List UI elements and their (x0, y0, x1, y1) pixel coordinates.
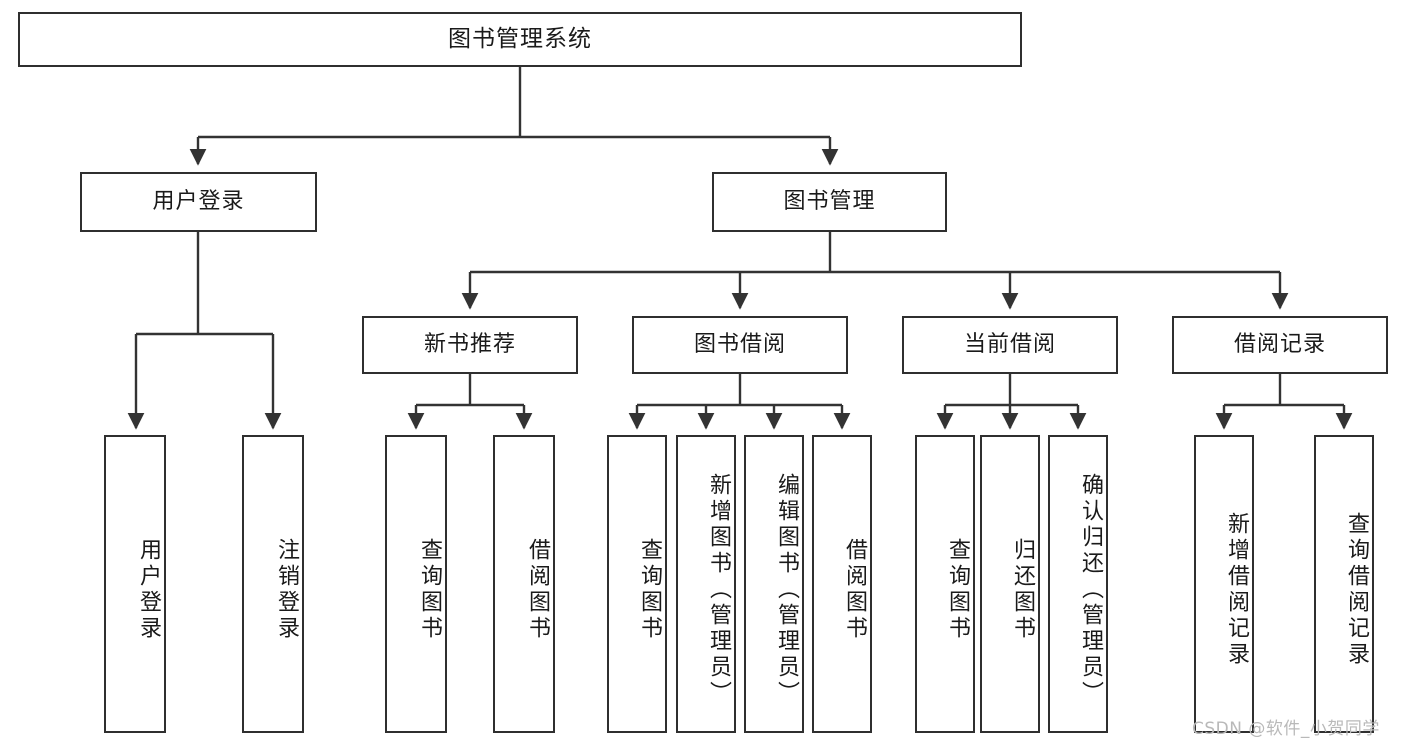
leaf-current-borrow-query-book[interactable]: 查询图书 (915, 435, 975, 733)
leaf-label: 查询图书 (637, 538, 662, 642)
node-borrow-record[interactable]: 借阅记录 (1172, 316, 1388, 374)
leaf-label: 注销登录 (274, 538, 299, 642)
leaf-label: 借阅图书 (525, 538, 550, 642)
leaf-label: 用户登录 (136, 538, 161, 642)
leaf-label: 归还图书 (1010, 538, 1035, 642)
leaf-borrow-record-add-record[interactable]: 新增借阅记录 (1194, 435, 1254, 733)
node-book-borrow[interactable]: 图书借阅 (632, 316, 848, 374)
leaf-borrow-record-query-record[interactable]: 查询借阅记录 (1314, 435, 1374, 733)
leaf-book-borrow-borrow-book[interactable]: 借阅图书 (812, 435, 872, 733)
leaf-current-borrow-return-book[interactable]: 归还图书 (980, 435, 1040, 733)
leaf-new-book-borrow-book[interactable]: 借阅图书 (493, 435, 555, 733)
node-book-management[interactable]: 图书管理 (712, 172, 947, 232)
node-root-system[interactable]: 图书管理系统 (18, 12, 1022, 67)
node-current-borrow[interactable]: 当前借阅 (902, 316, 1118, 374)
leaf-current-borrow-confirm-return-admin[interactable]: 确认归还（管理员） (1048, 435, 1108, 733)
leaf-label: 确认归还（管理员） (1078, 473, 1103, 707)
leaf-user-login-logout[interactable]: 注销登录 (242, 435, 304, 733)
leaf-label: 查询图书 (417, 538, 442, 642)
leaf-label: 借阅图书 (842, 538, 867, 642)
leaf-label: 查询借阅记录 (1344, 512, 1369, 668)
leaf-label: 新增借阅记录 (1224, 512, 1249, 668)
node-new-book-recommend[interactable]: 新书推荐 (362, 316, 578, 374)
leaf-new-book-query-book[interactable]: 查询图书 (385, 435, 447, 733)
leaf-book-borrow-edit-book-admin[interactable]: 编辑图书（管理员） (744, 435, 804, 733)
leaf-book-borrow-add-book-admin[interactable]: 新增图书（管理员） (676, 435, 736, 733)
node-user-login[interactable]: 用户登录 (80, 172, 317, 232)
leaf-user-login-login[interactable]: 用户登录 (104, 435, 166, 733)
leaf-label: 编辑图书（管理员） (774, 473, 799, 707)
leaf-label: 新增图书（管理员） (706, 473, 731, 707)
leaf-label: 查询图书 (945, 538, 970, 642)
leaf-book-borrow-query-book[interactable]: 查询图书 (607, 435, 667, 733)
csdn-watermark: CSDN @软件_小贺同学 (1192, 719, 1380, 739)
